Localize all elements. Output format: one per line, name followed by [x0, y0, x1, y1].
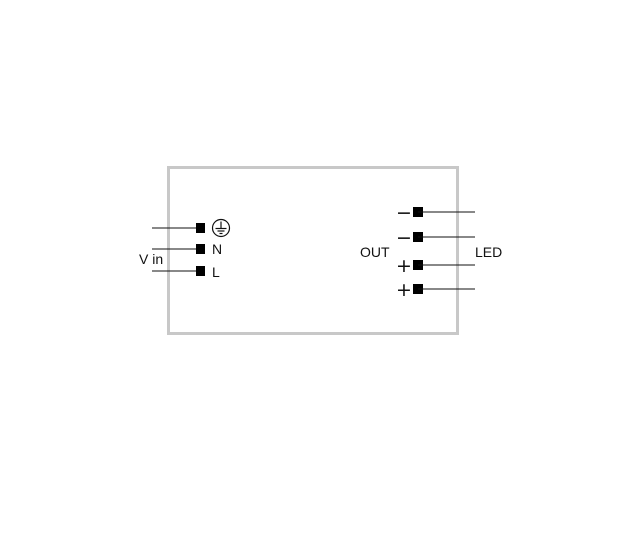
input-terminal-n: N — [152, 241, 222, 257]
device-housing — [167, 166, 459, 335]
led-label: LED — [475, 244, 502, 260]
vin-label: V in — [139, 251, 163, 267]
output-terminal-3: + — [396, 255, 475, 277]
output-terminal-4: + — [396, 279, 475, 301]
minus-symbol: − — [396, 227, 412, 249]
plus-symbol: + — [396, 279, 412, 301]
terminal-block — [196, 244, 205, 254]
input-terminal-l: L — [152, 264, 220, 280]
terminal-label-n: N — [212, 241, 222, 257]
minus-symbol: − — [396, 202, 412, 224]
output-terminal-1: − — [396, 202, 475, 224]
plus-symbol: + — [396, 255, 412, 277]
terminal-label-l: L — [212, 264, 220, 280]
input-terminal-earth — [152, 218, 231, 238]
terminal-block — [196, 223, 205, 233]
terminal-block — [196, 266, 205, 276]
earth-ground-icon — [211, 218, 231, 238]
out-label: OUT — [360, 244, 390, 260]
output-terminal-2: − — [396, 227, 475, 249]
